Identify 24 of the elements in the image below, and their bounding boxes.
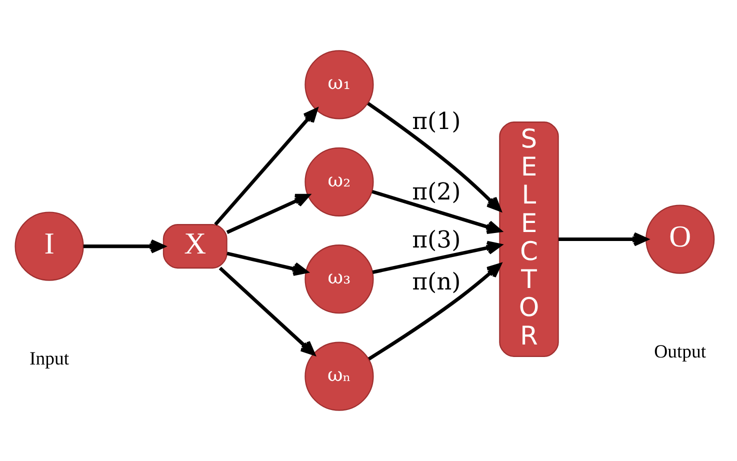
edge-label: π(2) — [412, 177, 461, 206]
arrow — [367, 102, 502, 212]
arrow — [372, 190, 502, 234]
arrow — [214, 108, 318, 226]
node-circle: ωₙ — [304, 342, 374, 411]
node-circle: ω₂ — [304, 147, 374, 216]
node-box: X — [162, 224, 228, 269]
node-circle: O — [646, 204, 715, 274]
edge-label: π(1) — [412, 107, 461, 136]
node-circle: I — [14, 212, 84, 281]
arrow — [218, 266, 316, 356]
arrow — [83, 239, 165, 254]
node-label: Output — [654, 341, 706, 362]
node-circle: ω₁ — [304, 50, 374, 120]
arrow — [372, 240, 502, 274]
edge-label: π(n) — [412, 268, 461, 296]
arrow — [558, 232, 648, 246]
node-circle: ω₃ — [304, 244, 374, 314]
node-box: SELECTOR — [499, 122, 559, 358]
arrow — [226, 194, 310, 234]
arrow — [226, 252, 308, 276]
edge-label: π(3) — [412, 225, 461, 254]
node-label: Input — [30, 348, 70, 370]
arrow — [368, 263, 502, 360]
